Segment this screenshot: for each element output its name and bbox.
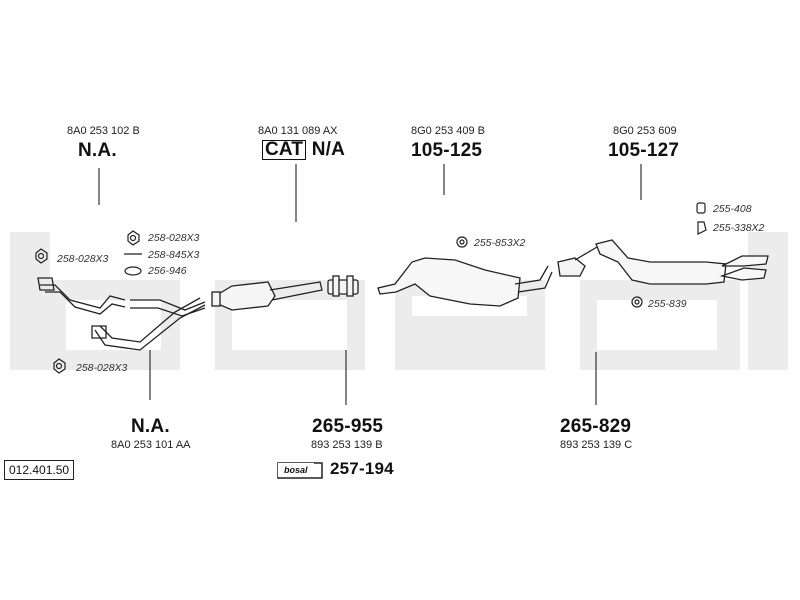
fitting-code: 258-028X3 <box>57 253 109 265</box>
nut-icon <box>127 230 140 246</box>
middle-box-drawing <box>377 257 553 307</box>
gasket-icon <box>124 266 142 276</box>
part-mounting-kit: 257-194 <box>330 459 394 478</box>
fitting-code: 256-946 <box>148 265 187 277</box>
part-rear-box: 105-127 <box>608 140 680 161</box>
connector-drawing <box>557 243 603 277</box>
clamp-icon <box>697 221 707 235</box>
center-pipe-clamp <box>327 275 359 297</box>
fitting-code: 255-408 <box>713 203 752 215</box>
oe-catalyst: 8A0 131 089 AX <box>258 125 338 137</box>
oe-rear-box: 8G0 253 609 <box>613 125 677 137</box>
part-front-left: N.A. <box>131 416 170 437</box>
cat-label: CAT <box>262 140 307 160</box>
kit-logo: bosal <box>278 463 314 477</box>
part-front-right: N.A. <box>78 140 117 161</box>
oe-center-pipe: 893 253 139 B <box>311 439 383 451</box>
front-pipes <box>37 277 206 351</box>
oe-connector: 893 253 139 C <box>560 439 633 451</box>
oe-front-left: 8A0 253 101 AA <box>111 439 191 451</box>
part-middle-box: 105-125 <box>411 140 483 161</box>
rear-box-drawing <box>595 239 769 285</box>
part-center-pipe: 265-955 <box>312 416 384 437</box>
nut-icon <box>53 358 66 374</box>
catalyst-drawing <box>211 281 323 311</box>
rubber-hanger-icon <box>456 236 468 248</box>
fitting-code: 255-338X2 <box>713 222 765 234</box>
part-catalyst: CAT N/A <box>262 139 345 161</box>
clamp-icon <box>696 202 706 214</box>
fitting-code: 255-853X2 <box>474 237 526 249</box>
nut-icon <box>35 248 48 264</box>
fitting-code: 258-028X3 <box>76 362 128 374</box>
oe-front-right: 8A0 253 102 B <box>67 125 140 137</box>
fitting-code: 258-028X3 <box>148 232 200 244</box>
document-number: 012.401.50 <box>4 460 75 480</box>
rubber-hanger-icon <box>631 296 643 308</box>
catalyst-availability: N/A <box>311 139 346 160</box>
part-connector: 265-829 <box>560 416 632 437</box>
oe-middle-box: 8G0 253 409 B <box>411 125 486 137</box>
fitting-code: 258-845X3 <box>148 249 200 261</box>
fitting-code: 255-839 <box>648 298 687 310</box>
